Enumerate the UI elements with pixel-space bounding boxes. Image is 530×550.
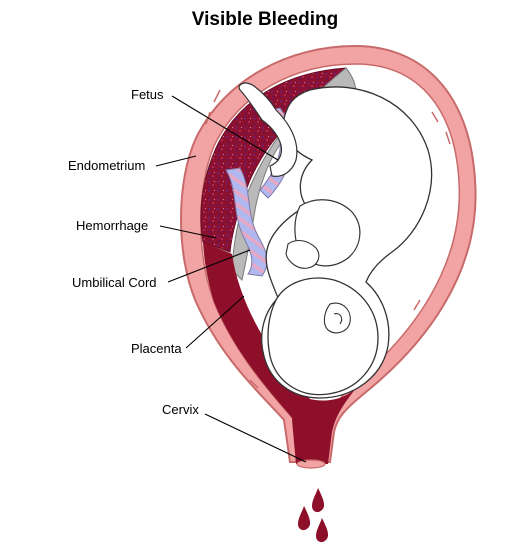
cervical-blood [292, 388, 356, 464]
label-endometrium: Endometrium [68, 158, 145, 173]
fetus-arm [238, 82, 298, 177]
leader-fetus [171, 95, 279, 161]
leader-umbilical-cord [167, 249, 251, 283]
blood-drop-3 [316, 518, 329, 543]
leader-endometrium [155, 155, 197, 167]
blood-drop-1 [312, 488, 325, 513]
label-cervix: Cervix [162, 402, 199, 417]
fetus-ear [323, 302, 351, 334]
leader-lines [155, 95, 307, 463]
leader-hemorrhage [159, 225, 217, 239]
leader-placenta [185, 295, 245, 349]
label-umbilical-cord: Umbilical Cord [72, 275, 157, 290]
label-fetus: Fetus [131, 87, 164, 102]
label-placenta: Placenta [131, 341, 182, 356]
label-hemorrhage: Hemorrhage [76, 218, 148, 233]
umbilical-cord [225, 167, 268, 277]
diagram-title: Visible Bleeding [192, 9, 338, 30]
cervix-opening [296, 459, 326, 469]
leader-cervix [204, 413, 307, 463]
fetus-head [267, 277, 379, 396]
blood-drop-2 [298, 506, 311, 531]
fetus-hand [285, 239, 320, 269]
